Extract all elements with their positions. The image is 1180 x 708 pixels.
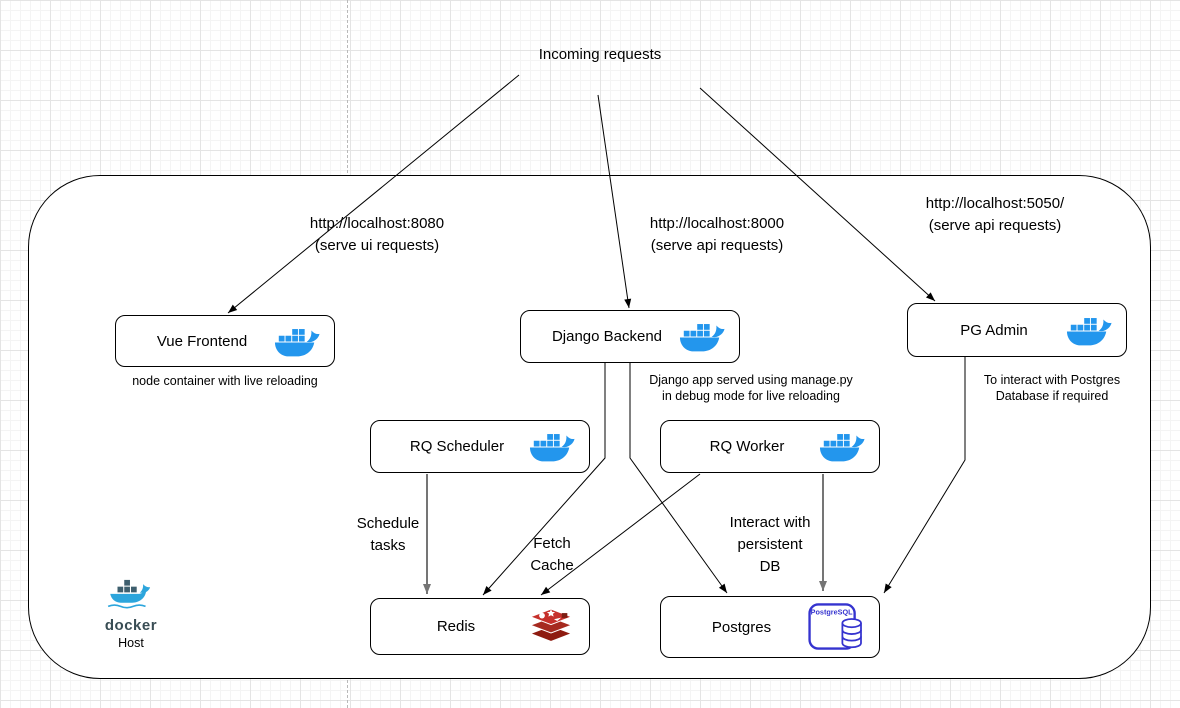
docker-whale-icon <box>529 430 575 463</box>
vue-frontend-caption[interactable]: node container with live reloading <box>132 374 318 388</box>
node-vue-frontend[interactable]: Vue Frontend <box>115 315 335 367</box>
interact-db-label[interactable]: Interact with persistent DB <box>729 514 811 575</box>
docker-wordmark: docker <box>104 617 158 634</box>
node-rq-scheduler[interactable]: RQ Scheduler <box>370 420 590 473</box>
edge-django-to-postgres[interactable] <box>629 363 728 594</box>
docker-logo-icon <box>104 578 158 619</box>
edge-incoming-to-vue[interactable] <box>227 74 520 314</box>
redis-label: Redis <box>436 618 476 635</box>
svg-text:PostgreSQL: PostgreSQL <box>811 607 853 616</box>
rq-worker-label: RQ Worker <box>709 438 785 455</box>
incoming-requests-label[interactable]: Incoming requests <box>538 46 662 63</box>
docker-logo[interactable]: docker <box>94 578 168 634</box>
edge-django-to-redis[interactable] <box>482 363 606 596</box>
django-backend-caption[interactable]: Django app served using manage.py in deb… <box>649 373 853 403</box>
rq-scheduler-label: RQ Scheduler <box>409 438 505 455</box>
route-label-ui[interactable]: http://localhost:8080 (serve ui requests… <box>309 215 445 254</box>
redis-icon <box>527 606 575 648</box>
vue-frontend-label: Vue Frontend <box>156 332 248 350</box>
edge-incoming-to-django[interactable] <box>597 94 632 309</box>
edge-pgadmin-to-postgres[interactable] <box>883 357 966 594</box>
fetch-cache-label[interactable]: Fetch Cache <box>530 535 574 574</box>
django-backend-label: Django Backend <box>551 328 663 345</box>
pg-admin-caption[interactable]: To interact with Postgres Database if re… <box>983 373 1121 403</box>
node-django-backend[interactable]: Django Backend <box>520 310 740 363</box>
postgres-label: Postgres <box>711 618 772 636</box>
node-rq-worker[interactable]: RQ Worker <box>660 420 880 473</box>
edge-incoming-to-pgadmin[interactable] <box>699 87 936 302</box>
route-label-api[interactable]: http://localhost:8000 (serve api request… <box>649 215 785 254</box>
edge-rqworker-to-redis[interactable] <box>540 473 701 596</box>
docker-whale-icon <box>1066 314 1112 347</box>
pg-admin-label: PG Admin <box>960 321 1028 339</box>
node-redis[interactable]: Redis <box>370 598 590 655</box>
route-label-pgadmin[interactable]: http://localhost:5050/ (serve api reques… <box>925 195 1065 234</box>
docker-whale-icon <box>679 320 725 353</box>
postgresql-icon: PostgreSQL <box>808 602 865 652</box>
docker-whale-icon <box>274 325 320 358</box>
schedule-tasks-label[interactable]: Schedule tasks <box>356 515 420 554</box>
docker-whale-icon <box>819 430 865 463</box>
node-pg-admin[interactable]: PG Admin <box>907 303 1127 357</box>
node-postgres[interactable]: Postgres PostgreSQL <box>660 596 880 658</box>
host-label[interactable]: Host <box>118 636 144 650</box>
